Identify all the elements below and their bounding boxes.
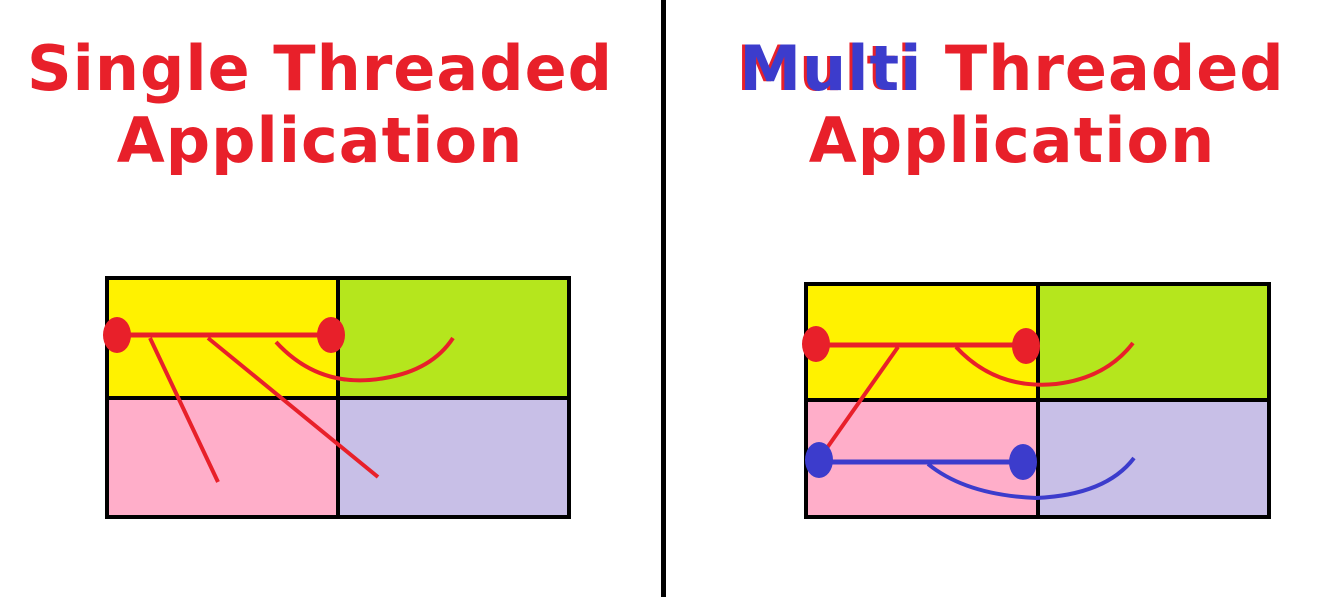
cell-bottom-left bbox=[806, 400, 1038, 517]
thread-branch-2 bbox=[206, 336, 380, 479]
single-threaded-panel: Single Threaded Application bbox=[0, 0, 662, 597]
red-thread-end-node bbox=[1012, 328, 1040, 364]
multi-threaded-title-line2: Application bbox=[808, 104, 1216, 177]
thread-branch-1 bbox=[148, 337, 220, 483]
single-threaded-title: Single Threaded Application bbox=[0, 33, 640, 177]
cell-bottom-right bbox=[1038, 400, 1269, 517]
single-threaded-title-line2: Application bbox=[116, 104, 524, 177]
multi-threaded-panel: Multi Threaded Application bbox=[666, 0, 1328, 597]
red-thread-curve bbox=[954, 341, 1135, 387]
thread-curve bbox=[274, 336, 455, 383]
single-threaded-diagram bbox=[103, 276, 571, 519]
multi-threaded-title-line1: Multi Threaded bbox=[706, 33, 1318, 105]
thread-end-node bbox=[317, 317, 345, 353]
threaded-word: Threaded bbox=[922, 32, 1285, 105]
cell-top-left bbox=[806, 284, 1038, 400]
thread-start-node bbox=[103, 317, 131, 353]
blue-thread-start-node bbox=[805, 442, 833, 478]
cell-bottom-left bbox=[107, 398, 338, 517]
single-threaded-title-line1: Single Threaded bbox=[26, 32, 614, 105]
multi-threaded-diagram bbox=[802, 282, 1271, 519]
blue-thread-end-node bbox=[1009, 444, 1037, 480]
cell-bottom-right bbox=[338, 398, 569, 517]
multi-threaded-title: Multi Threaded Application bbox=[706, 33, 1318, 177]
cell-top-left bbox=[107, 278, 338, 398]
panel-divider bbox=[661, 0, 666, 597]
red-to-blue-spawn-line bbox=[820, 345, 900, 457]
blue-thread-curve bbox=[926, 456, 1136, 501]
red-thread-start-node bbox=[802, 326, 830, 362]
multi-word: Multi bbox=[739, 32, 923, 105]
